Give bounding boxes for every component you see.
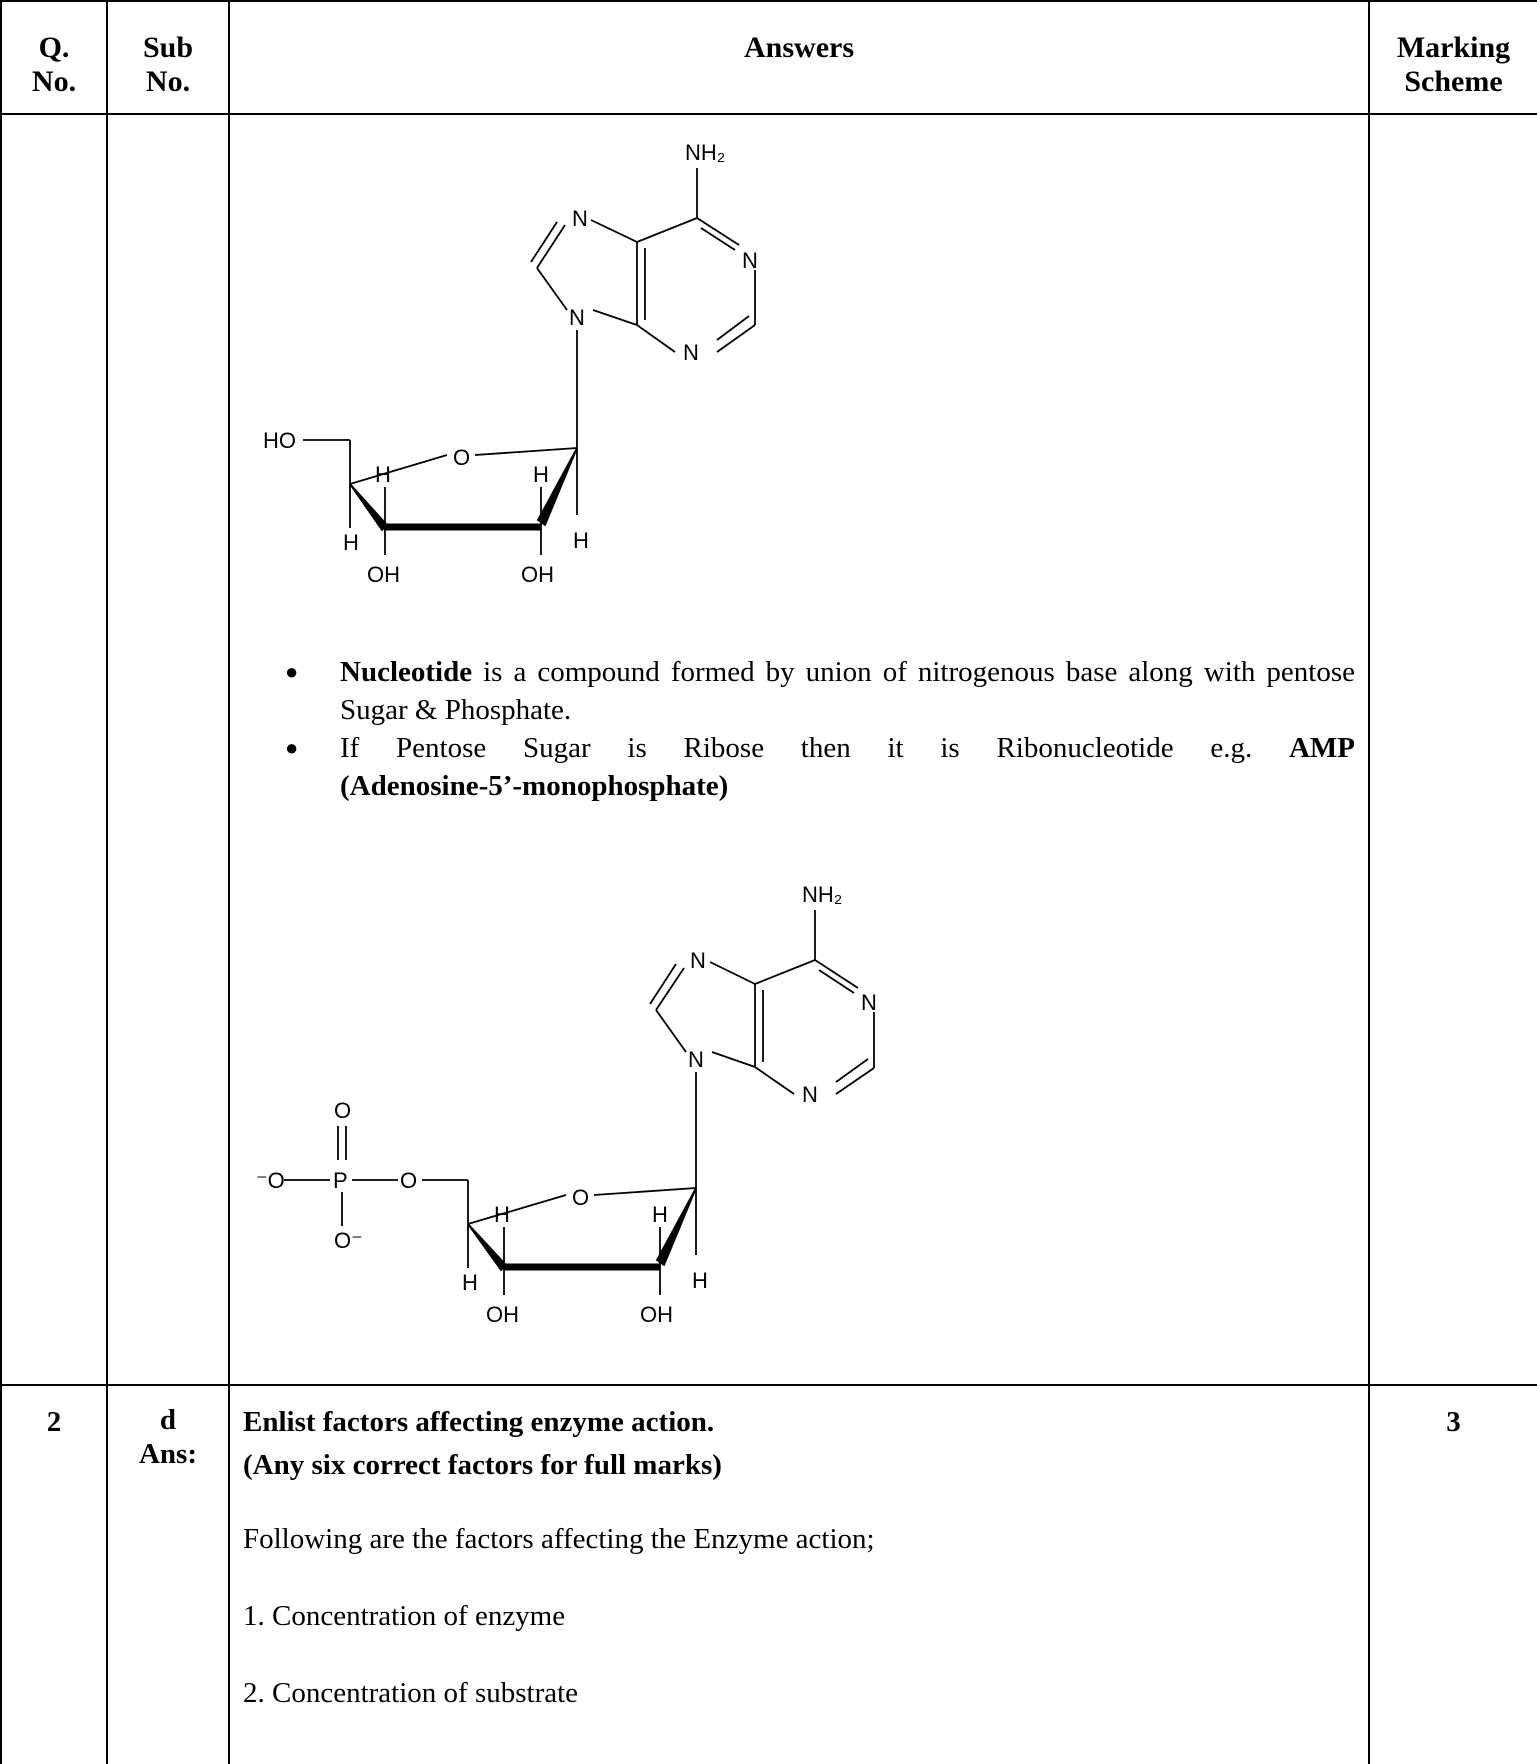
mol2-h-label: H bbox=[692, 1268, 708, 1293]
bullet-bold-line: (Adenosine-5’-monophosphate) bbox=[340, 770, 729, 802]
mol1-bond bbox=[536, 224, 566, 269]
header-subno-line2: No. bbox=[145, 65, 191, 98]
header-qno-line1: Q. bbox=[38, 31, 70, 64]
bullet-nucleotide-definition: ● Nucleotide is a compound formed by uni… bbox=[285, 653, 1355, 729]
mol2-wedge bbox=[467, 1223, 508, 1272]
row2-question: Enlist factors affecting enzyme action. bbox=[243, 1406, 715, 1438]
mol1-oh-label: OH bbox=[367, 562, 400, 587]
mol2-h-label: H bbox=[494, 1202, 510, 1227]
row2-marks: 3 bbox=[1446, 1406, 1461, 1438]
mol2-oh-label: OH bbox=[486, 1302, 519, 1327]
mol2-n-label: N bbox=[688, 1047, 704, 1072]
mol2-bond bbox=[835, 1067, 875, 1095]
mol1-bond bbox=[716, 324, 756, 353]
mol1-h-label: H bbox=[573, 528, 589, 553]
mol2-o-label: O bbox=[572, 1185, 589, 1210]
column-divider-answers bbox=[1368, 0, 1370, 1764]
mol2-bond bbox=[655, 1009, 687, 1053]
mol2-o-minus-label: ⁻O bbox=[256, 1168, 285, 1193]
row2-intro: Following are the factors affecting the … bbox=[243, 1523, 875, 1555]
mol1-h-label: H bbox=[343, 530, 359, 555]
mol1-bond bbox=[349, 454, 448, 485]
mol1-oh-label: OH bbox=[521, 562, 554, 587]
header-subno-line1: Sub bbox=[142, 31, 194, 64]
mol2-bond bbox=[711, 1051, 756, 1068]
mol1-bond bbox=[636, 324, 676, 353]
bullet-dot-icon: ● bbox=[285, 735, 299, 760]
header-bottom-border bbox=[0, 113, 1537, 115]
bullet-dot-icon: ● bbox=[285, 659, 299, 684]
header-marking-scheme: Marking Scheme bbox=[1370, 31, 1537, 99]
mol1-n-label: N bbox=[572, 206, 588, 231]
mol2-n-label: N bbox=[861, 990, 877, 1015]
bullet-ribonucleotide: ● If Pentose Sugar is Ribose then it is … bbox=[285, 729, 1355, 805]
mol1-wedge bbox=[349, 483, 389, 532]
mol1-bond bbox=[700, 227, 736, 251]
bullet-line: If Pentose Sugar is Ribose then it is Ri… bbox=[340, 729, 1355, 767]
header-marking-line2: Scheme bbox=[1404, 65, 1503, 98]
mol2-n-label: N bbox=[802, 1082, 818, 1107]
mol2-bond bbox=[818, 969, 855, 994]
mol1-n-label: N bbox=[683, 340, 699, 365]
mol2-bond bbox=[467, 1194, 567, 1225]
row-divider bbox=[0, 1384, 1537, 1386]
row2-subno-letter: d bbox=[159, 1404, 177, 1436]
mol1-bond bbox=[474, 447, 578, 456]
row2-factor-2: 2. Concentration of substrate bbox=[243, 1677, 579, 1709]
table-left-border bbox=[0, 0, 2, 1764]
mol1-h-label: H bbox=[533, 462, 549, 487]
mol2-bond bbox=[709, 961, 756, 985]
mol2-h-label: H bbox=[462, 1270, 478, 1295]
header-marking-line1: Marking bbox=[1396, 31, 1511, 64]
mol1-bond bbox=[592, 309, 638, 326]
mol2-nh2-label: NH₂ bbox=[802, 882, 842, 907]
header-subno: Sub No. bbox=[108, 31, 228, 99]
column-divider-subno bbox=[228, 0, 230, 1764]
bullet-bold-term: AMP bbox=[1288, 732, 1356, 764]
mol2-p-label: P bbox=[333, 1168, 348, 1193]
mol1-bond bbox=[636, 217, 698, 243]
answer-bullet-list: ● Nucleotide is a compound formed by uni… bbox=[285, 653, 1355, 805]
bullet-bold-term: Nucleotide bbox=[340, 656, 473, 688]
mol2-o-label: O bbox=[334, 1098, 351, 1123]
mol2-o-label: O bbox=[400, 1168, 417, 1193]
mol1-o-label: O bbox=[453, 445, 470, 470]
mol1-n-label: N bbox=[742, 248, 758, 273]
mol2-bond bbox=[814, 959, 859, 989]
header-answers: Answers bbox=[744, 31, 854, 64]
mol1-bond bbox=[590, 219, 638, 243]
mol2-bond bbox=[649, 963, 677, 1005]
mol2-bond bbox=[835, 1058, 869, 1083]
mol2-n-label: N bbox=[690, 948, 706, 973]
mol1-bond bbox=[530, 221, 558, 263]
row2-marking-note: (Any six correct factors for full marks) bbox=[243, 1449, 722, 1481]
row2-qno: 2 bbox=[46, 1406, 62, 1438]
mol2-oh-label: OH bbox=[640, 1302, 673, 1327]
mol1-h-label: H bbox=[375, 462, 391, 487]
mol2-h-label: H bbox=[652, 1202, 668, 1227]
bullet-text: If Pentose Sugar is Ribose then it is Ri… bbox=[340, 732, 1253, 764]
row2-subno: d Ans: bbox=[108, 1403, 228, 1471]
mol1-bond bbox=[716, 315, 750, 341]
amp-structure: NH₂ N N N N O ⁻O P O O⁻ O H H H H OH OH bbox=[256, 882, 877, 1327]
header-qno: Q. No. bbox=[2, 31, 106, 99]
bullet-text: is a compound formed by union of nitroge… bbox=[340, 656, 1355, 726]
row2-factor-1: 1. Concentration of enzyme bbox=[243, 1600, 566, 1632]
mol2-bond bbox=[593, 1187, 697, 1196]
row2-ans-label: Ans: bbox=[138, 1438, 197, 1470]
mol1-n-label: N bbox=[569, 305, 585, 330]
mol1-bond bbox=[536, 267, 568, 311]
header-qno-line2: No. bbox=[31, 65, 77, 98]
mol2-bond bbox=[754, 1066, 795, 1095]
mol2-bond bbox=[655, 967, 685, 1011]
adenosine-structure: NH₂ N N N N HO O H H H H OH OH bbox=[263, 140, 758, 587]
table-top-border bbox=[0, 0, 1537, 2]
mol1-nh2-label: NH₂ bbox=[685, 140, 725, 165]
mol1-bond bbox=[696, 217, 740, 246]
mol1-ho-label: HO bbox=[263, 428, 296, 453]
mol2-o-minus-label: O⁻ bbox=[334, 1228, 363, 1253]
mol2-bond bbox=[754, 959, 816, 985]
column-divider-qno bbox=[106, 0, 108, 1764]
